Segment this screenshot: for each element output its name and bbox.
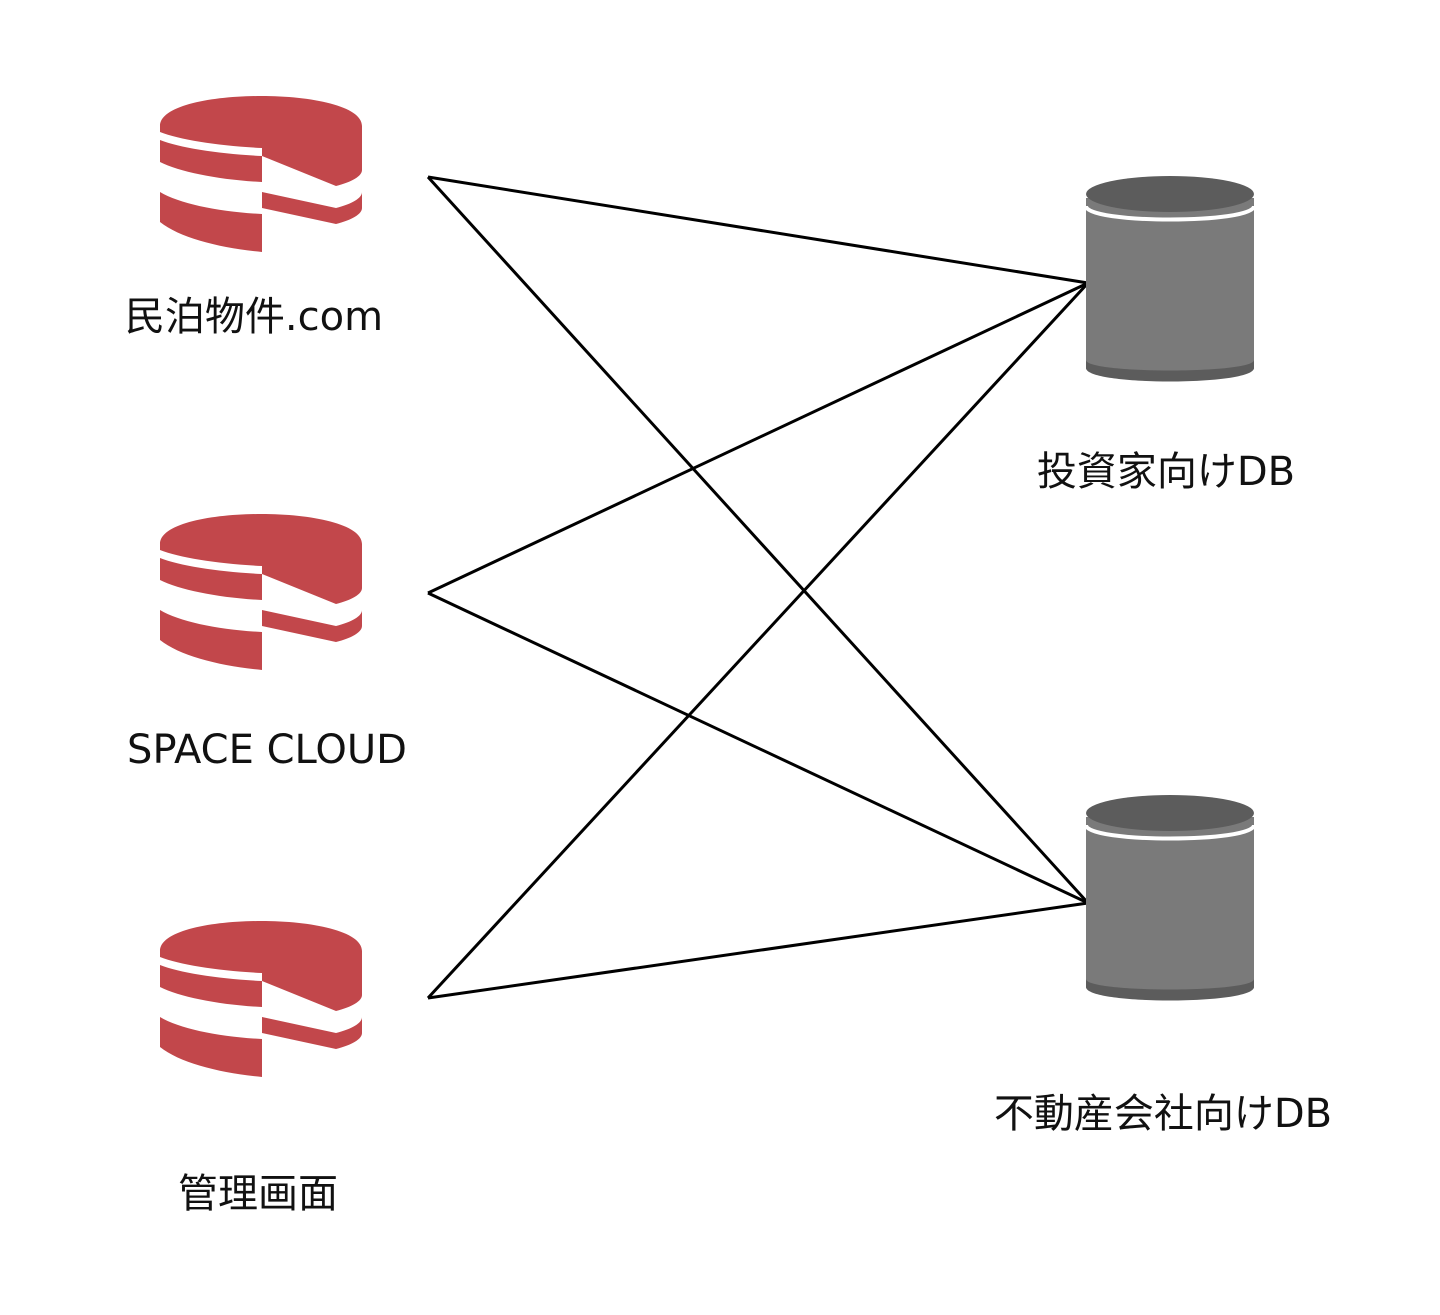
app-label-spacecloud: SPACE CLOUD [127, 727, 407, 773]
connector-lines [426, 175, 1090, 1000]
db-label-investor: 投資家向けDB [1037, 449, 1295, 495]
connector-spacecloud-realestate [427, 591, 1089, 905]
cakephp-icon [160, 921, 362, 1077]
app-node-minpaku[interactable]: 民泊物件.com [125, 96, 383, 340]
app-node-spacecloud[interactable]: SPACE CLOUD [127, 514, 407, 773]
database-cylinder-icon [1084, 795, 1256, 1001]
connector-admin-investor [426, 281, 1090, 1000]
database-cylinder-icon [1084, 176, 1256, 382]
cakephp-icon [160, 514, 362, 670]
app-label-admin: 管理画面 [178, 1171, 338, 1217]
cakephp-icon [160, 96, 362, 252]
connector-minpaku-investor [427, 175, 1089, 285]
app-label-minpaku: 民泊物件.com [125, 294, 383, 340]
connector-admin-realestate [427, 901, 1089, 1000]
db-node-realestate[interactable]: 不動産会社向けDB [994, 795, 1332, 1137]
connector-spacecloud-investor [427, 281, 1089, 595]
db-label-realestate: 不動産会社向けDB [994, 1091, 1332, 1137]
db-node-investor[interactable]: 投資家向けDB [1037, 176, 1295, 495]
connector-minpaku-realestate [426, 175, 1090, 905]
app-node-admin[interactable]: 管理画面 [160, 921, 362, 1217]
